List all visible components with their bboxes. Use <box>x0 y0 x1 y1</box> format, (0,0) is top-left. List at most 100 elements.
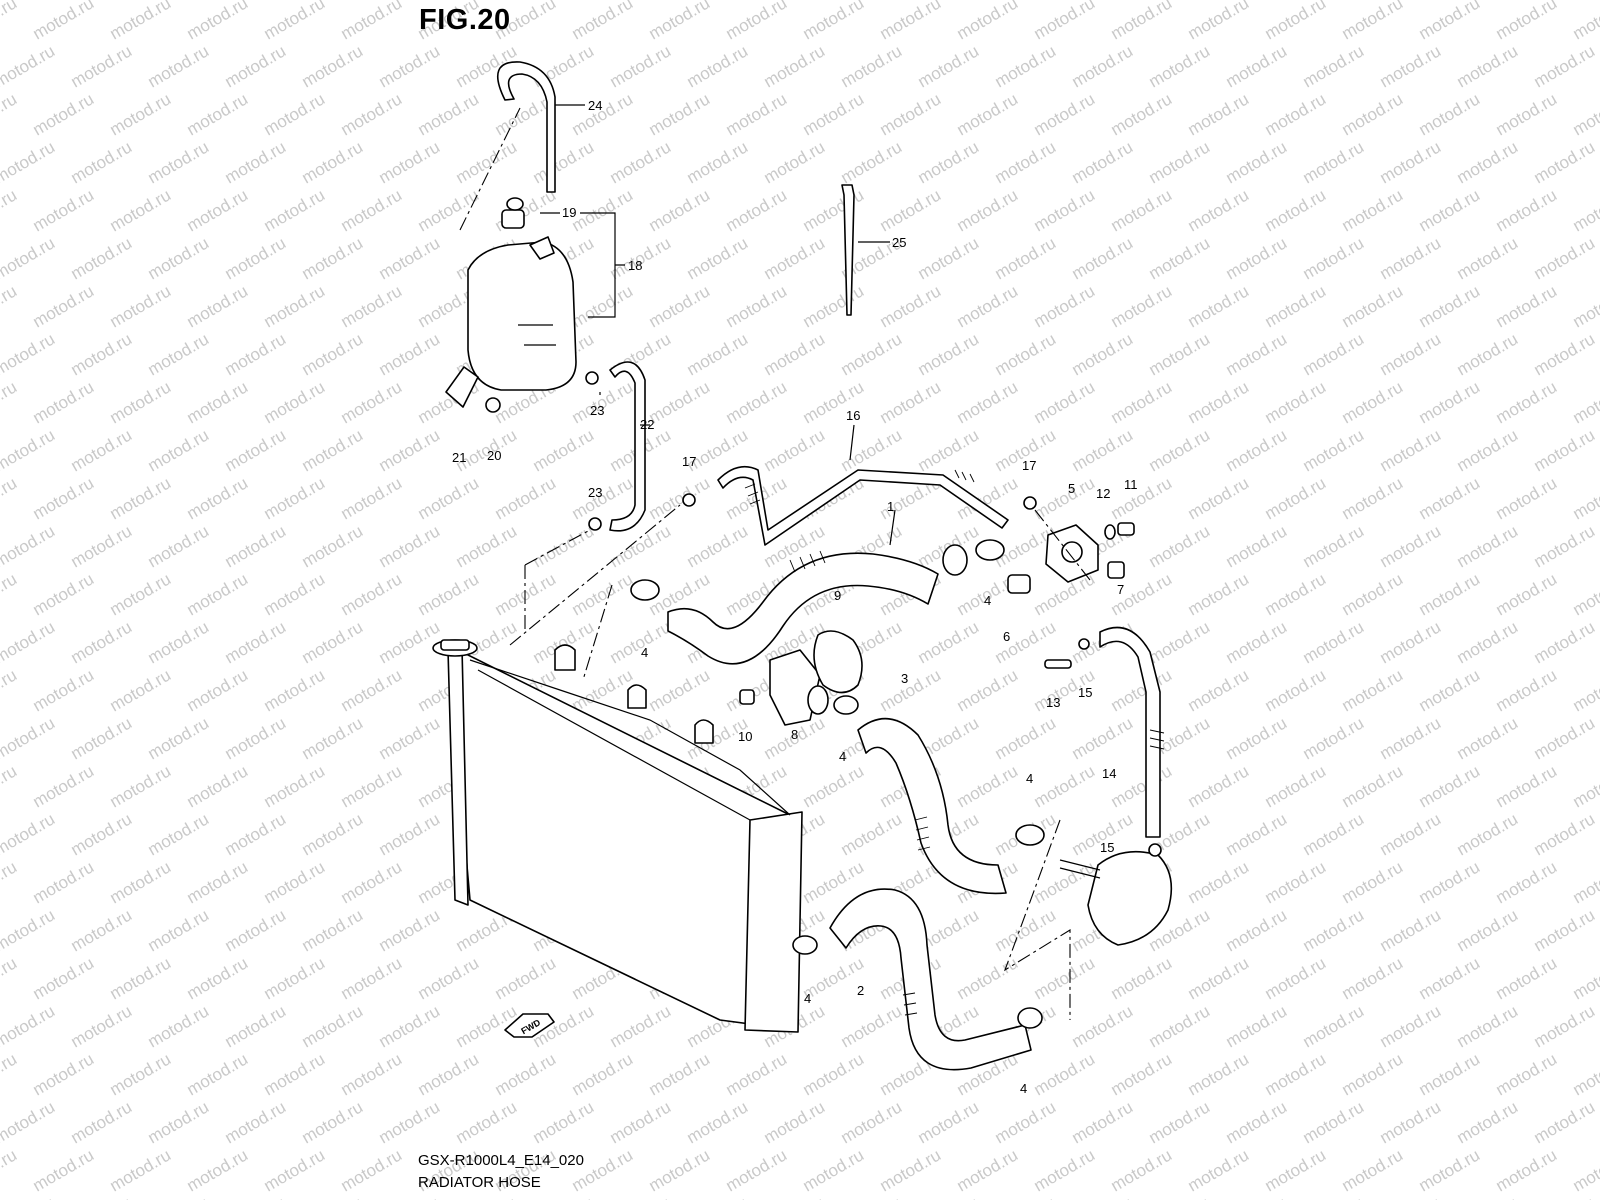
watermark-text: motod.ru <box>954 761 1022 811</box>
watermark-text: motod.ru <box>1531 713 1599 763</box>
watermark-text: motod.ru <box>415 953 483 1003</box>
watermark-text: motod.ru <box>1454 137 1522 187</box>
watermark-text: motod.ru <box>0 1145 20 1195</box>
watermark-text: motod.ru <box>184 0 252 43</box>
watermark-text: motod.ru <box>338 1145 406 1195</box>
watermark-text: motod.ru <box>1416 1145 1484 1195</box>
watermark-text: motod.ru <box>107 185 175 235</box>
watermark-text: motod.ru <box>569 569 637 619</box>
watermark-text: motod.ru <box>761 41 829 91</box>
watermark-text: motod.ru <box>915 329 983 379</box>
watermark-text: motod.ru <box>800 281 868 331</box>
watermark-text: motod.ru <box>1262 761 1330 811</box>
watermark-text: motod.ru <box>0 665 20 715</box>
watermark-text: motod.ru <box>1416 281 1484 331</box>
watermark-text: motod.ru <box>376 905 444 955</box>
watermark-text: motod.ru <box>1108 1049 1176 1099</box>
watermark-text: motod.ru <box>0 233 58 283</box>
watermark-text: motod.ru <box>222 41 290 91</box>
watermark-text: motod.ru <box>107 857 175 907</box>
watermark-text: motod.ru <box>1531 1097 1599 1147</box>
watermark-text: motod.ru <box>1185 953 1253 1003</box>
watermark-text: motod.ru <box>1262 857 1330 907</box>
watermark-text: motod.ru <box>0 713 58 763</box>
watermark-text: motod.ru <box>0 761 20 811</box>
watermark-text: motod.ru <box>68 905 136 955</box>
watermark-text: motod.ru <box>607 137 675 187</box>
watermark-text: motod.ru <box>145 137 213 187</box>
watermark-text: motod.ru <box>646 281 714 331</box>
watermark-text: motod.ru <box>1069 713 1137 763</box>
watermark-text: motod.ru <box>145 809 213 859</box>
watermark-text: motod.ru <box>299 41 367 91</box>
watermark-text: motod.ru <box>1031 761 1099 811</box>
watermark-text: motod.ru <box>1493 857 1561 907</box>
watermark-text: motod.ru <box>1223 233 1291 283</box>
watermark-text: motod.ru <box>684 1097 752 1147</box>
watermark-text: motod.ru <box>838 425 906 475</box>
watermark-text: motod.ru <box>107 1145 175 1195</box>
watermark-text: motod.ru <box>1069 329 1137 379</box>
watermark-text: motod.ru <box>761 425 829 475</box>
watermark-text: motod.ru <box>1108 281 1176 331</box>
watermark-text: motod.ru <box>1108 953 1176 1003</box>
watermark-text: motod.ru <box>222 1193 290 1200</box>
watermark-text: motod.ru <box>992 41 1060 91</box>
water-pump-housing <box>1059 850 1173 946</box>
watermark-text: motod.ru <box>1416 857 1484 907</box>
callout-5: 5 <box>1068 481 1075 496</box>
watermark-text: motod.ru <box>30 761 98 811</box>
hose-14 <box>1099 626 1161 838</box>
watermark-text: motod.ru <box>1454 809 1522 859</box>
watermark-text: motod.ru <box>1454 617 1522 667</box>
watermark-text: motod.ru <box>1108 89 1176 139</box>
leader-lines <box>540 104 896 546</box>
watermark-text: motod.ru <box>0 89 20 139</box>
watermark-text: motod.ru <box>1185 761 1253 811</box>
watermark-text: motod.ru <box>376 809 444 859</box>
watermark-text: motod.ru <box>30 665 98 715</box>
watermark-text: motod.ru <box>1108 185 1176 235</box>
watermark-text: motod.ru <box>1146 1193 1214 1200</box>
callout-12: 12 <box>1096 486 1110 501</box>
watermark-text: motod.ru <box>1377 905 1445 955</box>
watermark-text: motod.ru <box>1339 281 1407 331</box>
callout-4d: 4 <box>1026 771 1033 786</box>
watermark-text: motod.ru <box>0 953 20 1003</box>
watermark-text: motod.ru <box>607 1097 675 1147</box>
watermark-text: motod.ru <box>1531 1193 1599 1200</box>
watermark-text: motod.ru <box>0 0 20 43</box>
watermark-text: motod.ru <box>992 137 1060 187</box>
watermark-text: motod.ru <box>1185 665 1253 715</box>
watermark-text: motod.ru <box>1493 761 1561 811</box>
watermark-text: motod.ru <box>1377 521 1445 571</box>
watermark-text: motod.ru <box>1185 1049 1253 1099</box>
watermark-text: motod.ru <box>0 1193 58 1200</box>
watermark-text: motod.ru <box>261 1145 329 1195</box>
watermark-text: motod.ru <box>1146 425 1214 475</box>
watermark-text: motod.ru <box>877 281 945 331</box>
watermark-text: motod.ru <box>1570 89 1600 139</box>
watermark-text: motod.ru <box>1108 761 1176 811</box>
watermark-text: motod.ru <box>646 665 714 715</box>
watermark-text: motod.ru <box>1262 89 1330 139</box>
watermark-text: motod.ru <box>0 1097 58 1147</box>
watermark-text: motod.ru <box>68 329 136 379</box>
guide-lines <box>459 107 1091 1020</box>
o-ring-9 <box>813 630 863 694</box>
watermark-text: motod.ru <box>261 0 329 43</box>
watermark-text: motod.ru <box>954 89 1022 139</box>
watermark-text: motod.ru <box>646 473 714 523</box>
watermark-text: motod.ru <box>1377 809 1445 859</box>
watermark-text: motod.ru <box>299 617 367 667</box>
hose-16 <box>717 465 1009 546</box>
watermark-text: motod.ru <box>107 89 175 139</box>
watermark-text: motod.ru <box>145 1193 213 1200</box>
watermark-text: motod.ru <box>1300 905 1368 955</box>
watermark-text: motod.ru <box>1069 233 1137 283</box>
watermark-text: motod.ru <box>954 665 1022 715</box>
watermark-text: motod.ru <box>1377 137 1445 187</box>
watermark-text: motod.ru <box>1570 761 1600 811</box>
watermark-text: motod.ru <box>338 185 406 235</box>
watermark-text: motod.ru <box>1377 617 1445 667</box>
